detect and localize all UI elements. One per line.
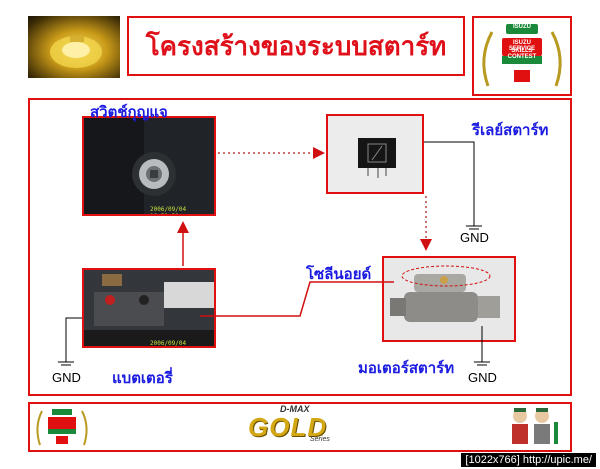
relay-graphic [358,138,396,178]
key-switch-graphic [84,118,214,214]
gold-logo-sub: Series [310,436,330,443]
starter-gnd-label: GND [468,370,497,385]
image-host-watermark: [1022x766] http://upic.me/ [461,453,596,467]
contest-badge-line2: SKILLS CONTEST [507,48,537,60]
mechanics-graphic [512,408,558,444]
key-switch-label: สวิตช์กุญแจ [90,103,168,121]
contest-badge-frame: ISUZU ISUZU SERVICE SKILLS CONTEST [472,16,572,96]
page-title: โครงสร้างของระบบสตาร์ท [145,31,447,62]
key-switch-photo: 2006/09/04 16:51:52 [82,116,216,216]
starter-motor-photo [382,256,516,342]
contest-badge-logo [482,24,562,87]
starter-motor-graphic [390,274,500,322]
engine-cover-graphic [50,36,102,68]
starter-motor-label: มอเตอร์สตาร์ท [358,359,455,377]
gold-logo-top: D-MAX [280,404,310,414]
title-frame [127,16,465,76]
battery-photo-timestamp: 2006/09/04 16:47:49 [150,340,187,347]
mechanics-illustration [504,404,568,450]
battery-label: แบตเตอรี่ [112,369,173,387]
footer-contest-badge [32,405,92,449]
solenoid-label: โซลีนอยด์ [306,265,372,283]
footer-contest-badge-logo [36,409,88,446]
relay-photo [326,114,424,194]
relay-gnd-label: GND [460,230,489,245]
battery-graphic [84,270,214,346]
gold-series-logo: D-MAX GOLD Series [244,404,356,448]
footer-frame [28,402,572,452]
battery-photo: 2006/09/04 16:47:49 [82,268,216,348]
gold-logo-main: GOLD [248,412,328,442]
engine-cover-photo [28,16,120,78]
key-switch-photo-timestamp: 2006/09/04 16:51:52 [150,206,187,214]
relay-label: รีเลย์สตาร์ท [472,121,549,139]
contest-badge-brand: ISUZU [513,24,531,30]
contest-badge-line1: ISUZU SERVICE [508,40,536,52]
battery-gnd-label: GND [52,370,81,385]
